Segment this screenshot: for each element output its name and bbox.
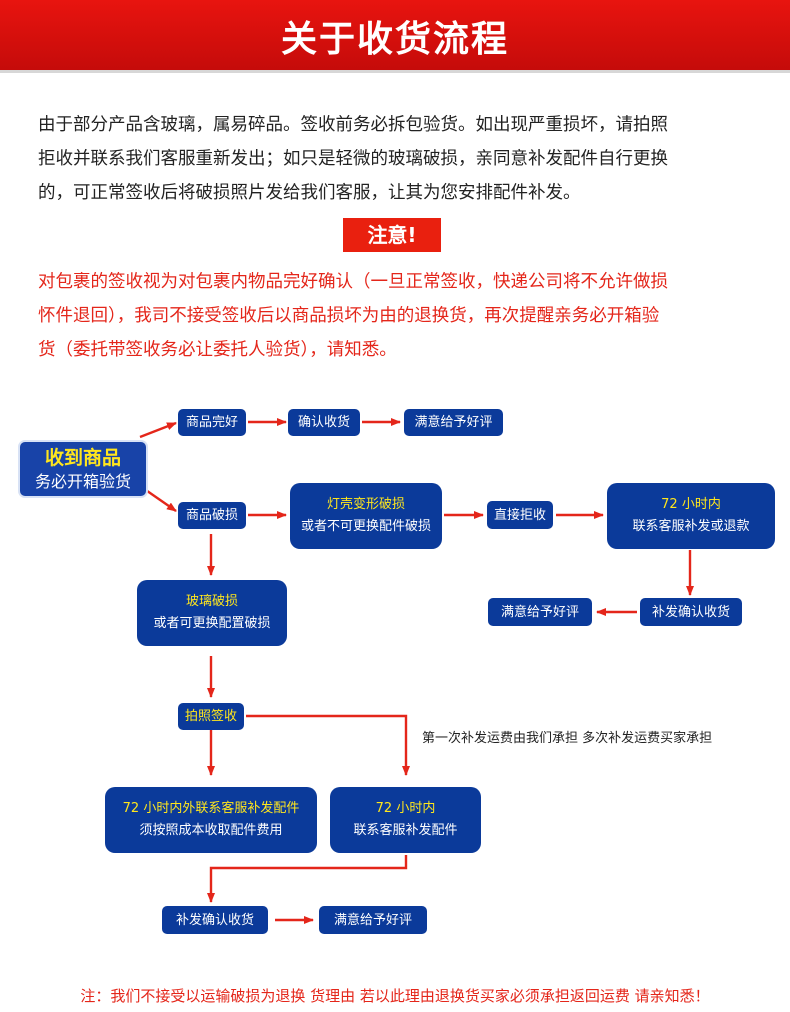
node-outside-72h-resend: 72 小时内外联系客服补发配件 须按照成本收取配件费用 [105,787,317,853]
intro-line: 拒收并联系我们客服重新发出；如只是轻微的玻璃破损，亲同意补发配件自行更换 [38,149,668,169]
node-contact-72h-resend-refund: 72 小时内 联系客服补发或退款 [607,483,775,549]
node-glass-damage-subtitle: 或者可更换配置破损 [153,616,271,631]
node-contact-72h-subtitle: 联系客服补发或退款 [632,519,750,534]
footer-note: 注：我们不接受以运输破损为退换 货理由 若以此理由退换货买家必须承担返回运费 请… [80,987,710,1005]
node-photo-sign: 拍照签收 [178,703,244,730]
page-title: 关于收货流程 [280,19,509,60]
node-within-72h-subtitle: 联系客服补发配件 [353,823,458,838]
node-photo-sign-label: 拍照签收 [184,709,237,724]
title-banner: 关于收货流程 [0,0,790,73]
node-receive-goods: 收到商品 务必开箱验货 [18,440,148,498]
warning-paragraph: 对包裹的签收视为对包裹内物品完好确认（一旦正常签收，快递公司将不允许做损 怀件退… [38,265,758,367]
node-confirm-receipt: 确认收货 [288,409,360,436]
node-contact-72h-title: 72 小时内 [661,497,721,512]
warning-line: 怀件退回），我司不接受签收后以商品损坏为由的退换货，再次提醒亲务必开箱验 [38,306,660,326]
node-outside-72h-subtitle: 须按照成本收取配件费用 [139,823,283,838]
node-glass-damage-title: 玻璃破损 [185,594,238,609]
node-shell-damage-subtitle: 或者不可更换配件破损 [300,519,431,534]
node-resend-confirm-2: 补发确认收货 [162,906,268,934]
warning-line: 对包裹的签收视为对包裹内物品完好确认（一旦正常签收，快递公司将不允许做损 [38,272,668,292]
node-goods-damaged: 商品破损 [178,502,246,529]
node-satisfied-review-1: 满意给予好评 [404,409,503,436]
notice-badge: 注意! [343,218,441,252]
node-receive-goods-subtitle: 务必开箱验货 [34,472,131,491]
node-satisfied-review-2: 满意给予好评 [488,598,592,626]
intro-line: 由于部分产品含玻璃，属易碎品。签收前务必拆包验货。如出现严重损坏，请拍照 [38,115,668,135]
arrow-photo-to-within72 [246,714,410,776]
node-shell-damage: 灯壳变形破损 或者不可更换配件破损 [290,483,442,549]
node-reject-directly: 直接拒收 [487,501,553,529]
node-goods-intact: 商品完好 [178,409,246,436]
node-glass-damage: 玻璃破损 或者可更换配置破损 [137,580,287,646]
node-satisfied-review-3: 满意给予好评 [319,906,427,934]
warning-line: 货（委托带签收务必让委托人验货），请知悉。 [38,340,397,360]
intro-line: 的，可正常签收后将破损照片发给我们客服，让其为您安排配件补发。 [38,183,581,203]
node-within-72h-title: 72 小时内 [375,801,436,816]
arrow-merge-to-resend [207,855,408,903]
node-shell-damage-title: 灯壳变形破损 [326,497,405,512]
node-receive-goods-title: 收到商品 [44,447,121,469]
node-resend-confirm-1: 补发确认收货 [640,598,742,626]
arrow-start-to-intact [139,421,177,439]
shipping-cost-note: 第一次补发运费由我们承担 多次补发运费买家承担 [422,731,713,746]
node-outside-72h-title: 72 小时内外联系客服补发配件 [122,801,300,816]
intro-paragraph: 由于部分产品含玻璃，属易碎品。签收前务必拆包验货。如出现严重损坏，请拍照 拒收并… [38,108,758,210]
node-within-72h-resend: 72 小时内 联系客服补发配件 [330,787,481,853]
